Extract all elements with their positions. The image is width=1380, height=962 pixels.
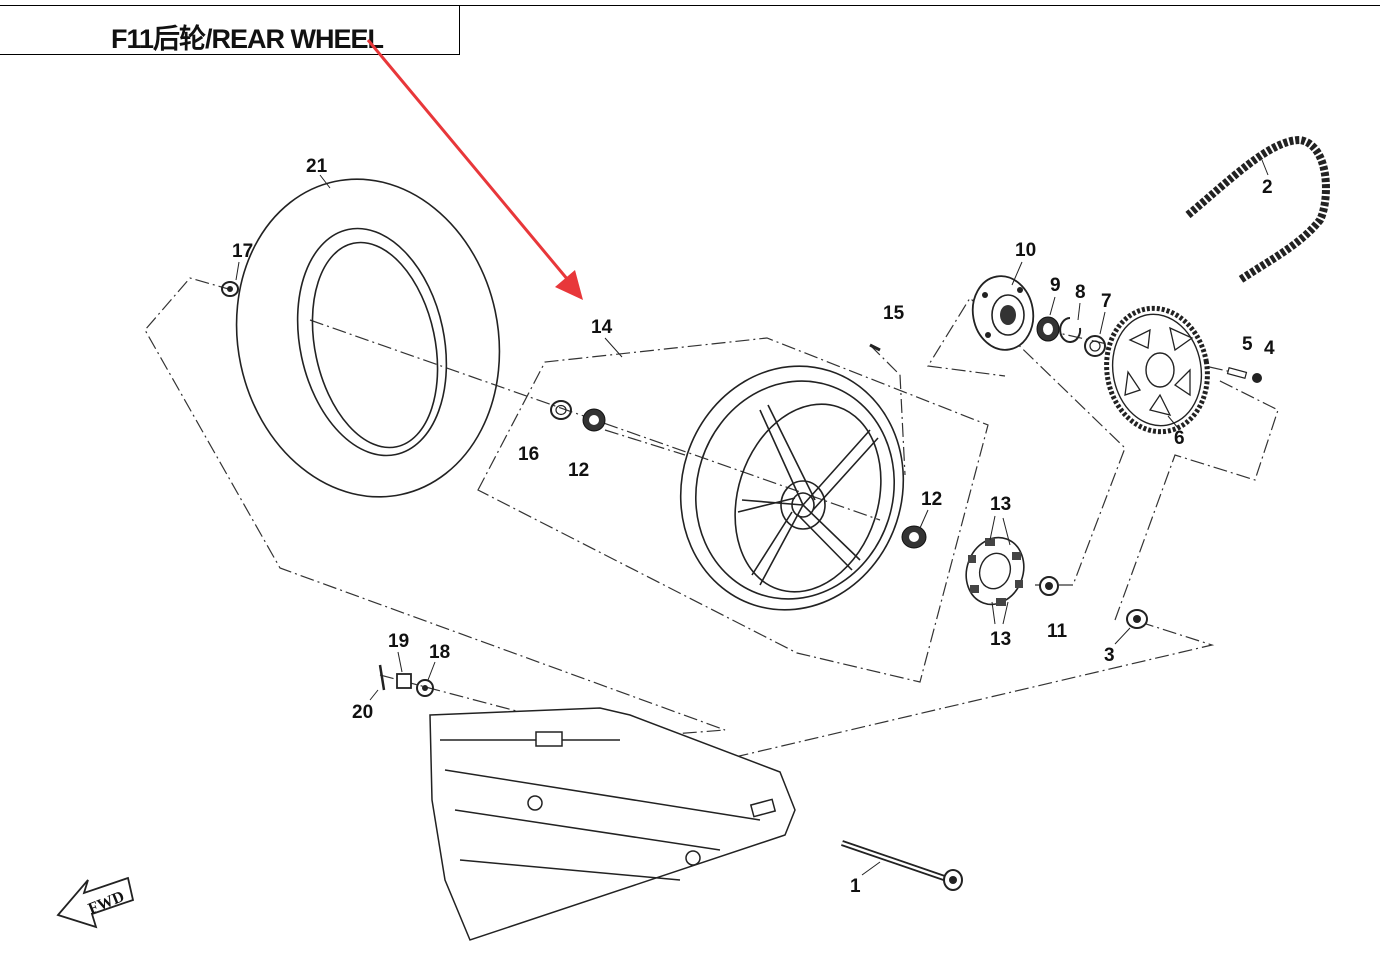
callout-17: 17: [232, 241, 253, 262]
callout-1: 1: [850, 876, 861, 897]
bearing-12-right: [901, 525, 927, 549]
rear-sprocket-6: [1104, 305, 1210, 435]
callout-21: 21: [306, 156, 328, 177]
callout-5: 5: [1242, 334, 1253, 355]
callout-16: 16: [518, 444, 539, 465]
axle-1: [841, 840, 963, 891]
tire: [235, 178, 501, 498]
callout-labels: 21 17 14 16 12 15 10 9 8 7 2 5 4 6 12 13…: [232, 156, 1275, 897]
callout-9: 9: [1050, 275, 1061, 296]
swingarm: [429, 707, 796, 941]
callout-13-top: 13: [990, 494, 1011, 515]
title-box: F11后轮/REAR WHEEL: [0, 5, 460, 55]
collar-11: [1039, 576, 1059, 596]
callout-4: 4: [1264, 338, 1275, 359]
leader-lines: [235, 159, 1269, 876]
callout-14: 14: [591, 317, 613, 338]
callout-19: 19: [388, 631, 409, 652]
callout-20: 20: [352, 702, 373, 723]
drive-chain-2: [1185, 135, 1330, 284]
callout-13-bottom: 13: [990, 629, 1011, 650]
callout-3: 3: [1104, 645, 1115, 666]
bolt-5: [1226, 367, 1248, 379]
circlip-8: [1059, 317, 1082, 343]
spacer-16: [550, 400, 572, 420]
callout-15: 15: [883, 303, 905, 324]
nut-4: [1252, 373, 1262, 383]
wheel-rim: [679, 365, 905, 611]
bearing-9: [1036, 316, 1060, 342]
spacer-7: [1084, 335, 1106, 357]
washer-18: [416, 679, 434, 697]
bearing-12-left: [582, 408, 606, 432]
adjuster-19: [396, 673, 412, 689]
pointer-arrow: [366, 39, 583, 300]
callout-12-right: 12: [921, 489, 942, 510]
sprocket-hub-10: [971, 275, 1035, 351]
fwd-arrow: FWD: [56, 876, 135, 929]
callout-18: 18: [429, 642, 450, 663]
valve-stem-15: [869, 343, 881, 352]
callout-6: 6: [1174, 428, 1185, 449]
callout-10: 10: [1015, 240, 1036, 261]
callout-12: 12: [568, 460, 589, 481]
callout-7: 7: [1101, 291, 1112, 312]
callout-11: 11: [1047, 621, 1068, 642]
valve-cap-part: [221, 281, 239, 297]
damper-rubber-13: [965, 536, 1025, 606]
callout-8: 8: [1075, 282, 1086, 303]
spacer-3: [1126, 609, 1148, 629]
page-title: F11后轮/REAR WHEEL: [111, 24, 384, 54]
top-border-line: [0, 5, 1380, 6]
pin-20: [378, 664, 386, 691]
callout-2: 2: [1262, 177, 1273, 198]
